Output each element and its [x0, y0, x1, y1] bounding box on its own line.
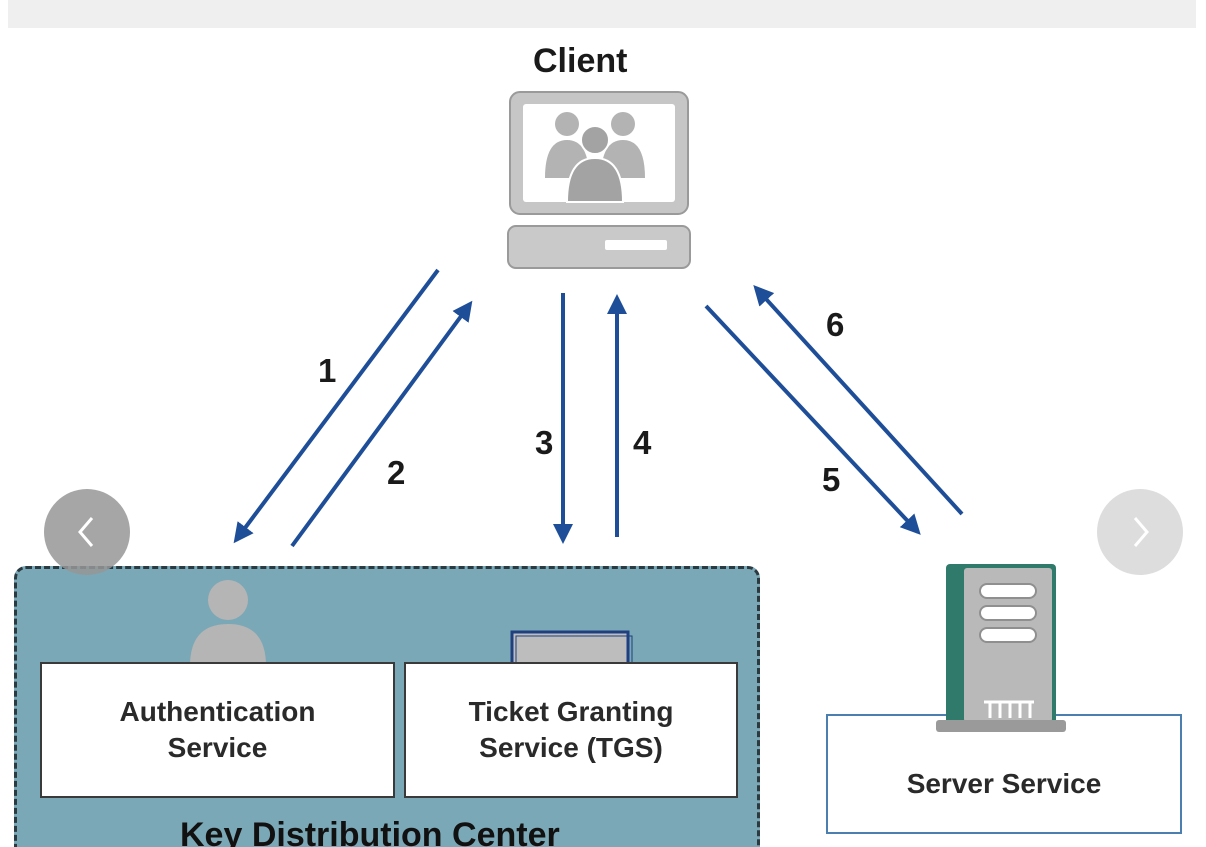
chevron-right-icon	[1133, 517, 1149, 547]
authentication-service-box: Authentication Service	[40, 662, 395, 798]
tgs-line2: Service (TGS)	[479, 732, 663, 763]
step-5-label: 5	[822, 461, 841, 498]
step-3-label: 3	[535, 424, 554, 461]
step-2-label: 2	[387, 454, 406, 491]
step-4-label: 4	[633, 424, 652, 461]
ticket-granting-service-box: Ticket Granting Service (TGS)	[404, 662, 738, 798]
user-icon	[190, 580, 266, 666]
top-bar	[8, 0, 1196, 28]
authentication-service-line1: Authentication	[119, 696, 316, 727]
carousel-prev-button[interactable]	[44, 489, 130, 575]
step-6-label: 6	[826, 306, 845, 343]
kdc-label: Key Distribution Center	[180, 816, 560, 847]
chevron-left-icon	[78, 517, 94, 547]
server-service-label: Server Service	[906, 768, 1102, 799]
tgs-line1: Ticket Granting	[468, 696, 674, 727]
arrow-step-2	[290, 300, 473, 548]
step-1-label: 1	[318, 352, 337, 389]
authentication-service-line2: Service	[167, 732, 268, 763]
server-service-box: Server Service	[826, 714, 1182, 834]
client-computer-icon	[507, 91, 691, 269]
arrow-step-1	[233, 268, 440, 544]
server-icon	[936, 564, 1066, 732]
arrow-step-5	[704, 304, 921, 535]
carousel-next-button[interactable]	[1097, 489, 1183, 575]
client-label: Client	[533, 42, 628, 80]
arrow-step-6	[753, 285, 964, 516]
